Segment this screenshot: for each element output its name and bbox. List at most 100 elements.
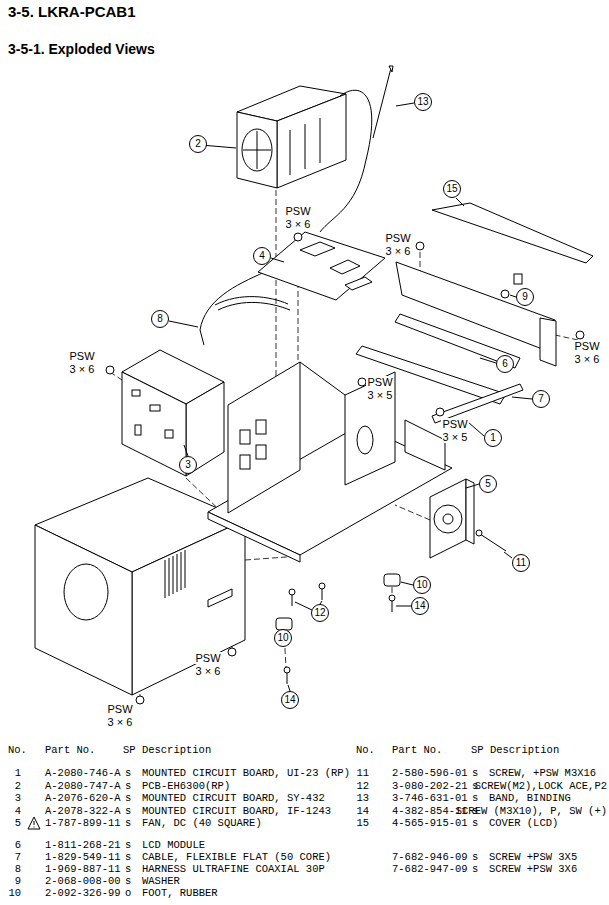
table-cell: s: [472, 792, 478, 804]
table-cell: SCREW +PSW 3X6: [489, 863, 577, 875]
table-cell: 1-811-268-21: [45, 839, 121, 851]
lcd-bracket: [540, 318, 556, 366]
callout-text: 10: [416, 580, 427, 590]
table-header: SP Description: [471, 744, 559, 756]
board-sy-432: [132, 390, 140, 396]
callout-number: 12: [311, 604, 329, 622]
camera-block: [242, 129, 272, 171]
cover-housing: [185, 550, 186, 588]
table-cell: o: [125, 887, 131, 899]
table-cell: 2-092-326-99: [45, 887, 121, 899]
chassis: [405, 420, 445, 470]
fan: [430, 479, 466, 558]
table-cell: 11: [356, 767, 369, 779]
harness-cable: [200, 272, 265, 345]
table-cell: s: [125, 875, 131, 887]
table-cell: MOUNTED CIRCUIT BOARD, UI-23 (RP): [142, 767, 350, 779]
board-sy-432: [122, 372, 186, 476]
screw-label: 3 × 6: [107, 716, 134, 728]
camera-block: [290, 130, 291, 175]
table-cell: 7: [15, 851, 21, 863]
table-cell: COVER (LCD): [489, 817, 558, 829]
board-if-1243: [258, 232, 385, 300]
table-cell: s: [472, 863, 478, 875]
leader-line: [512, 397, 532, 399]
table-header: No.: [8, 744, 27, 756]
board-sy-432: [165, 430, 173, 438]
leader-line: [169, 103, 532, 691]
board-sy-432: [106, 350, 224, 476]
lcd-cover: [432, 203, 593, 263]
cover-housing: [181, 552, 182, 590]
table-cell: s: [125, 851, 131, 863]
camera-block: [305, 124, 306, 169]
table-header: Part No.: [45, 744, 95, 756]
table-cell: WASHER: [142, 875, 180, 887]
chassis: [345, 372, 395, 485]
lcd-bracket: [396, 262, 555, 352]
table-header: Part No.: [392, 744, 442, 756]
screw-label: 3 × 6: [385, 245, 412, 257]
callout-number: 10: [274, 629, 292, 647]
callout-text: 1: [490, 433, 496, 443]
table-cell: s: [472, 851, 478, 863]
callout-text: 13: [417, 97, 428, 107]
table-cell: s: [125, 792, 131, 804]
table-cell: 1-969-887-11: [45, 863, 121, 875]
camera-block: [373, 68, 391, 138]
dashed-guide: [395, 505, 430, 520]
camera-block: [320, 118, 321, 163]
table-cell: 2-580-596-01: [392, 767, 468, 779]
leader-line: [466, 484, 479, 488]
camera-block: [237, 66, 393, 232]
screw-label: PSW: [284, 205, 311, 217]
camera-block: [277, 94, 346, 188]
callout-number: 5: [479, 475, 497, 493]
table-cell: 3-746-631-01: [392, 792, 468, 804]
table-cell: 15: [356, 817, 369, 829]
callout-number: 4: [253, 247, 271, 265]
callout-text: 12: [314, 608, 325, 618]
screw-label: PSW: [68, 350, 95, 362]
table-cell: s: [125, 805, 131, 817]
table-cell: 7-682-946-09: [392, 851, 468, 863]
leader-line: [504, 552, 512, 558]
table-cell: SCREW, +PSW M3X16: [489, 767, 596, 779]
leader-line: [396, 606, 411, 607]
leader-line: [480, 358, 496, 363]
table-cell: 3: [15, 792, 21, 804]
callout-text: 9: [522, 292, 528, 302]
screw-label: 3 × 5: [442, 431, 469, 443]
table-cell: A-2076-620-A: [45, 792, 121, 804]
chassis: [256, 420, 266, 434]
chassis: [208, 512, 300, 562]
fan: [476, 530, 482, 536]
fan: [434, 505, 462, 533]
screw: [284, 667, 290, 673]
cover-housing: [169, 558, 170, 596]
screw: [289, 589, 295, 595]
callout-text: 6: [502, 359, 508, 369]
table-cell: 12: [356, 780, 369, 792]
table-cell: SCREW +PSW 3X5: [489, 851, 577, 863]
fan: [443, 514, 453, 524]
lcd-module: [356, 346, 506, 404]
table-cell: 8: [15, 863, 21, 875]
lcd-cover: [432, 203, 593, 263]
table-cell: 2: [15, 780, 21, 792]
dashed-guide: [110, 190, 578, 700]
lcd-module: [436, 408, 444, 416]
callout-text: 4: [259, 251, 265, 261]
callout-text: 14: [284, 695, 295, 705]
harness-cable: [218, 302, 290, 310]
caution-symbol: [34, 827, 35, 828]
callout-text: 11: [516, 558, 526, 568]
table-cell: MOUNTED CIRCUIT BOARD, IF-1243: [142, 805, 331, 817]
table-cell: 9: [15, 875, 21, 887]
caution-symbol: [28, 817, 40, 829]
table-cell: HARNESS ULTRAFINE COAXIAL 30P: [142, 863, 325, 875]
screw: [319, 583, 325, 589]
lcd-bracket: [576, 331, 584, 339]
screw: [136, 696, 144, 704]
fan: [480, 534, 506, 551]
